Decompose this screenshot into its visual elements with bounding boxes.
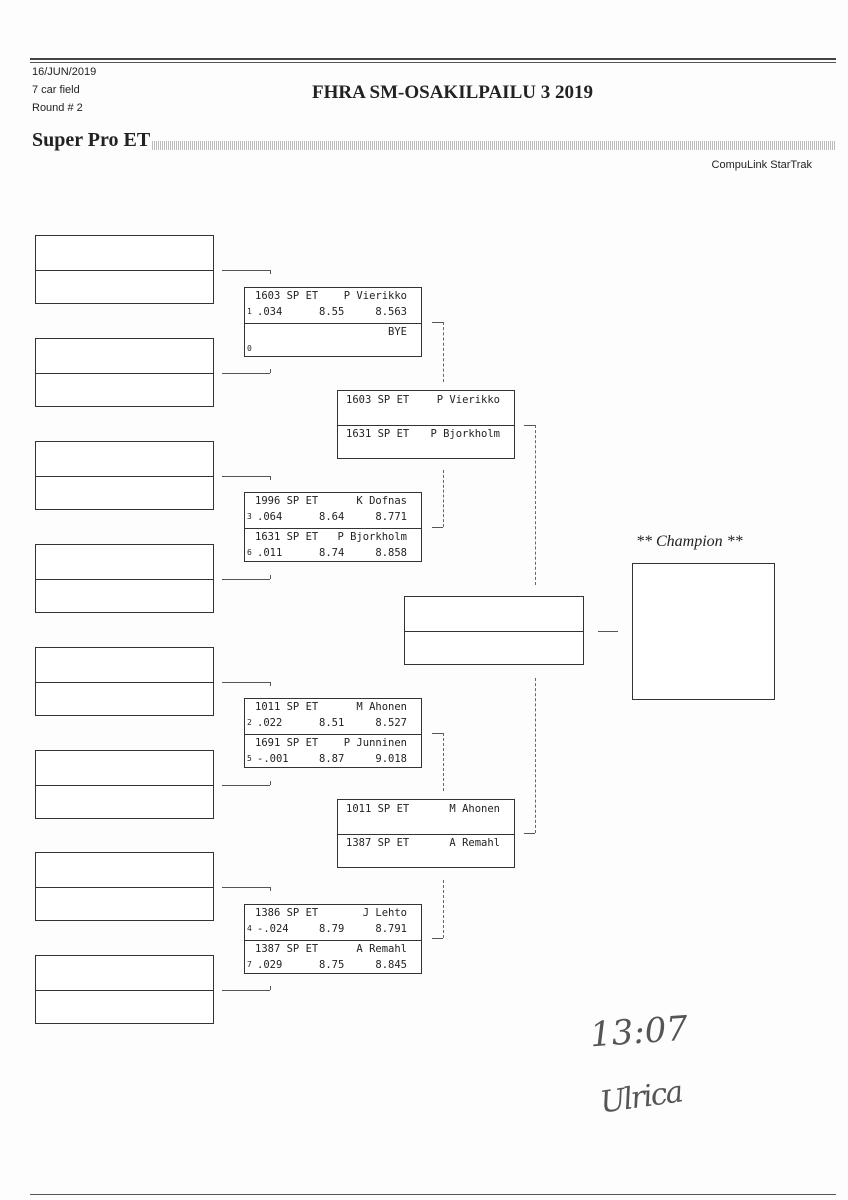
seed: 0 [247,344,252,353]
bracket-connector [222,579,270,580]
car-number: 1603 SP ET [255,290,319,302]
bracket-connector [222,887,270,888]
round1-slot [35,647,214,716]
handwritten-time: 13:07 [588,1008,690,1056]
round1-slot [35,955,214,1024]
driver-name: M Ahonen [356,701,407,713]
seed: 3 [247,512,252,521]
round2-match: 1011 SP ET M Ahonen 2 .022 8.51 8.527 1691 S… [244,698,422,768]
date: 16/JUN/2019 [32,66,97,78]
reaction-time: .064 [257,511,283,523]
elapsed-time: 8.563 [375,306,407,318]
bottom-rule [30,1194,836,1195]
round2-match: 1996 SP ET K Dofnas 3 .064 8.64 8.771 1631 S… [244,492,422,562]
car-number: 1691 SP ET [255,737,319,749]
bracket-connector [222,270,270,271]
driver-name: A Remahl [449,837,500,849]
seed: 1 [247,307,252,316]
reaction-time: .022 [257,717,283,729]
software-name: CompuLink StarTrak [711,159,812,171]
bracket-connector [222,373,270,374]
round1-slot [35,852,214,921]
elapsed-time: 8.527 [375,717,407,729]
champion-box [632,563,775,700]
dial-in: 8.87 [319,753,345,765]
car-number: 1631 SP ET [255,531,319,543]
car-number: 1387 SP ET [346,837,410,849]
reaction-time: .029 [257,959,283,971]
car-number: 1011 SP ET [255,701,319,713]
field-size: 7 car field [32,84,80,96]
dial-in: 8.51 [319,717,345,729]
class-title: Super Pro ET [32,129,151,151]
final-connector [598,631,618,632]
reaction-time: -.024 [257,923,289,935]
elapsed-time: 9.018 [375,753,407,765]
elapsed-time: 8.771 [375,511,407,523]
seed: 7 [247,960,252,969]
round1-slot [35,235,214,304]
dial-in: 8.79 [319,923,345,935]
seed: 2 [247,718,252,727]
dial-in: 8.55 [319,306,345,318]
round1-slot [35,338,214,407]
car-number: 1603 SP ET [346,394,410,406]
seed: 4 [247,924,252,933]
final-match-box [404,596,584,665]
dial-in: 8.74 [319,547,345,559]
elapsed-time: 8.791 [375,923,407,935]
top-rule-thin [30,62,836,63]
semifinal-1: 1603 SP ET P Vierikko 1631 SP ET P Bjorkho… [337,390,515,459]
round-number: Round # 2 [32,102,83,114]
driver-name: M Ahonen [449,803,500,815]
elapsed-time: 8.858 [375,547,407,559]
car-number: 1386 SP ET [255,907,319,919]
driver-name: P Vierikko [343,290,407,302]
semifinal-2: 1011 SP ET M Ahonen 1387 SP ET A Remahl [337,799,515,868]
round2-match: 1386 SP ET J Lehto 4 -.024 8.79 8.791 1387 S… [244,904,422,974]
reaction-time: .011 [257,547,283,559]
elapsed-time: 8.845 [375,959,407,971]
reaction-time: -.001 [257,753,289,765]
top-rule [30,58,836,60]
bracket-connector [222,476,270,477]
car-number: 1011 SP ET [346,803,410,815]
car-number: 1387 SP ET [255,943,319,955]
car-number: 1631 SP ET [346,428,410,440]
dial-in: 8.75 [319,959,345,971]
title-dotted-bar [152,141,835,150]
seed: 6 [247,548,252,557]
driver-name: K Dofnas [356,495,407,507]
driver-name: BYE [388,326,407,338]
event-title: FHRA SM-OSAKILPAILU 3 2019 [312,82,593,103]
bracket-connector [222,785,270,786]
driver-name: A Remahl [356,943,407,955]
driver-name: J Lehto [362,907,407,919]
driver-name: P Bjorkholm [337,531,407,543]
signature: Ulrica [597,1074,684,1121]
round1-slot [35,441,214,510]
driver-name: P Bjorkholm [430,428,500,440]
bracket-connector [222,682,270,683]
round1-slot [35,544,214,613]
driver-name: P Vierikko [436,394,500,406]
car-number: 1996 SP ET [255,495,319,507]
reaction-time: .034 [257,306,283,318]
seed: 5 [247,754,252,763]
dial-in: 8.64 [319,511,345,523]
driver-name: P Junninen [343,737,407,749]
bracket-connector [222,990,270,991]
round1-slot [35,750,214,819]
champion-label: ** Champion ** [636,533,743,550]
